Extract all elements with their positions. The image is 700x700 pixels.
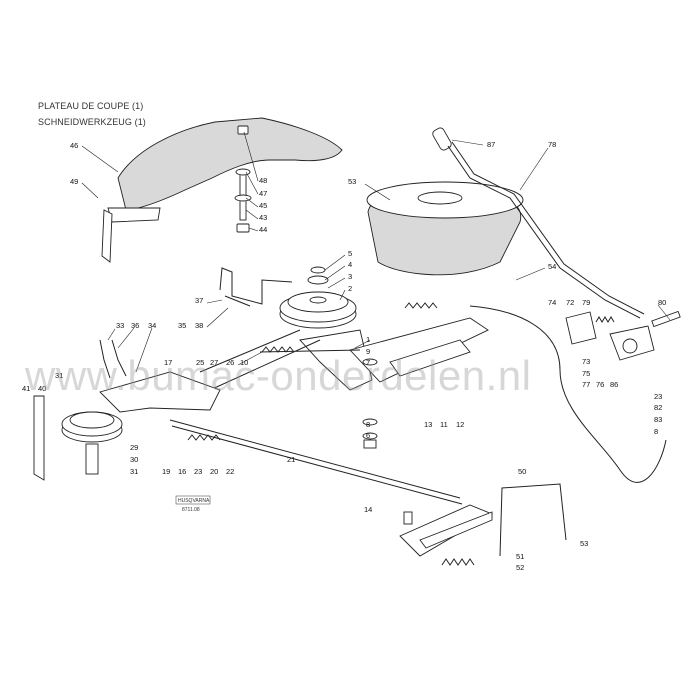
blower-housing-53 — [366, 181, 524, 276]
callout-23: 23 — [194, 467, 202, 476]
callout-39: 38 — [195, 321, 203, 330]
watermark: www.bumac-onderdelen.nl — [25, 352, 532, 399]
callout-31: 31 — [130, 467, 138, 476]
belt-run-34 — [199, 329, 361, 391]
lower-bracket — [399, 504, 494, 557]
callout-43: 44 — [259, 225, 267, 234]
callout-46: 47 — [259, 189, 267, 198]
callout-4: 4 — [348, 260, 352, 269]
callout-12: 12 — [456, 420, 464, 429]
callout-45: 46 — [70, 141, 78, 150]
callout-73: 74 — [548, 298, 556, 307]
rod-21 — [169, 419, 463, 505]
callout-5: 5 — [348, 249, 352, 258]
callout-54: 54 — [548, 262, 556, 271]
callout-83: 86 — [610, 380, 618, 389]
pulley-29 — [61, 411, 123, 475]
callout-9: 9 — [366, 347, 370, 356]
callout-48: 49 — [70, 177, 78, 186]
idler-arm-assembly — [299, 317, 489, 391]
left-arm-assembly — [33, 339, 221, 481]
callout-17b: 14 — [364, 505, 372, 514]
callout-51: 52 — [516, 563, 524, 572]
callout-44: 45 — [259, 201, 267, 210]
callout-78: 80 — [658, 298, 666, 307]
callout-28: 27 — [210, 358, 218, 367]
callout-22: 22 — [226, 467, 234, 476]
lever-pivot-cluster — [565, 310, 681, 361]
callout-41: 41 — [22, 384, 30, 393]
callout-49: 50 — [518, 467, 526, 476]
callout-35: 33 — [116, 321, 124, 330]
bracket-38 — [219, 267, 293, 307]
callout-71: 72 — [566, 298, 574, 307]
callout-8b: 23 — [654, 392, 662, 401]
spring-20 — [187, 434, 221, 441]
callout-6: 6 — [366, 431, 370, 440]
callout-3: 3 — [348, 272, 352, 281]
callout-38: 37 — [195, 296, 203, 305]
callout-47: 48 — [259, 176, 267, 185]
callout-20: 20 — [210, 467, 218, 476]
callout-80: 82 — [654, 403, 662, 412]
callout-72: 73 — [582, 357, 590, 366]
spring-top — [404, 302, 438, 309]
callout-76: 78 — [548, 140, 556, 149]
callout-19: 19 — [162, 467, 170, 476]
callout-33: 31 — [55, 371, 63, 380]
callout-13: 13 — [424, 420, 432, 429]
callout-16: 16 — [178, 467, 186, 476]
hardware-stack-6-9 — [362, 358, 378, 449]
callout-50: 51 — [516, 552, 524, 561]
diagram-title-fr: PLATEAU DE COUPE (1) — [38, 101, 144, 111]
callout-37: 36 — [131, 321, 139, 330]
callout-42: 43 — [259, 213, 267, 222]
callout-53: 53 — [348, 177, 356, 186]
callout-labels: 46 49 48 47 45 43 44 53 87 78 54 5 4 3 2… — [22, 140, 666, 572]
spring-10 — [261, 346, 295, 353]
callout-30: 30 — [130, 455, 138, 464]
callout-21: 21 — [287, 455, 295, 464]
callout-1: 1 — [366, 335, 370, 344]
stamp-brand: HUSQVARNA — [178, 498, 210, 504]
belt-cover-45 — [101, 117, 343, 263]
callout-36: 34 — [148, 321, 156, 330]
callout-79: 77 — [582, 380, 590, 389]
callout-52: 53 — [580, 539, 588, 548]
callout-11: 11 — [440, 420, 448, 429]
leader-lines — [81, 131, 671, 373]
control-cable — [469, 305, 667, 483]
callout-40: 40 — [38, 384, 46, 393]
diagram-title-de: SCHNEIDWERKZEUG (1) — [38, 117, 146, 127]
callout-10: 10 — [240, 358, 248, 367]
callout-17: 17 — [164, 358, 172, 367]
pulley-2 — [279, 266, 357, 329]
callout-2: 2 — [348, 284, 352, 293]
callout-27: 26 — [226, 358, 234, 367]
manufacturer-stamp: HUSQVARNA 8711.08 — [175, 495, 211, 513]
callout-75: 76 — [596, 380, 604, 389]
callout-74: 75 — [582, 369, 590, 378]
lever-rod-76 — [432, 127, 645, 319]
stamp-code: 8711.08 — [182, 507, 200, 513]
callout-82: 83 — [654, 415, 662, 424]
callout-7: 7 — [366, 358, 370, 367]
callout-77: 79 — [582, 298, 590, 307]
callout-8: 8 — [366, 420, 370, 429]
rod-49 — [499, 483, 567, 557]
callout-87: 87 — [487, 140, 495, 149]
callout-34: 35 — [178, 321, 186, 330]
callout-26: 25 — [196, 358, 204, 367]
spring-23 — [441, 558, 475, 566]
callout-86: 8 — [654, 427, 658, 436]
callout-29: 29 — [130, 443, 138, 452]
